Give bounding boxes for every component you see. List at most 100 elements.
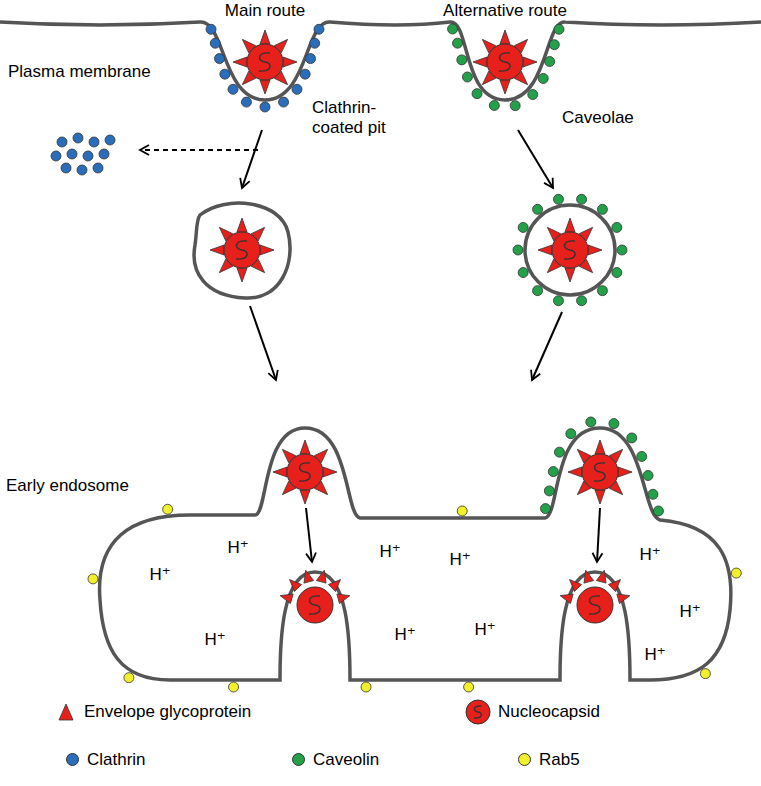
envelope-glycoprotein <box>323 467 337 477</box>
clathrin-vesicle <box>194 203 290 298</box>
genome <box>589 596 600 614</box>
caveolin-dot <box>548 467 558 477</box>
caveolin-dot <box>612 268 622 278</box>
envelope-glycoprotein <box>260 30 270 44</box>
clathrin-dot <box>77 165 87 175</box>
envelope-glycoprotein <box>565 268 575 282</box>
trafficking-arrow <box>250 306 276 380</box>
caveolin-dot <box>462 72 472 82</box>
envelope-glycoprotein <box>337 594 350 604</box>
caveolin-dot <box>545 57 555 67</box>
caveolin-dot <box>448 24 458 34</box>
envelope-glycoprotein <box>280 594 293 604</box>
envelope-glycoprotein <box>304 570 314 583</box>
caveolin-dot <box>653 506 663 516</box>
envelope-glycoprotein <box>237 218 247 232</box>
clathrin-dot <box>83 151 93 161</box>
clathrin-dot <box>214 54 224 64</box>
caveolin-dot <box>513 245 523 255</box>
envelope-glycoprotein <box>568 467 582 477</box>
envelope-glycoprotein <box>59 704 73 720</box>
caveolin-dot <box>643 471 653 481</box>
trafficking-arrow <box>518 130 553 188</box>
rab5-dot <box>731 568 741 578</box>
nucleocapsid <box>224 232 260 268</box>
proton-label: H⁺ <box>679 602 700 622</box>
virion <box>473 30 537 94</box>
legend-text: Rab5 <box>539 750 580 770</box>
caveolin-dot <box>457 55 467 65</box>
proton-label: H⁺ <box>639 545 660 565</box>
nucleocapsid <box>487 44 523 80</box>
genome <box>594 463 605 481</box>
virion <box>233 30 297 94</box>
envelope-glycoprotein <box>260 245 274 255</box>
trafficking-arrow <box>532 312 562 380</box>
envelope-glycoprotein <box>595 490 605 504</box>
caveolin-dot <box>554 447 564 457</box>
caveolin-dot <box>617 245 627 255</box>
early-endosome-membrane <box>100 428 731 680</box>
clathrin-dot <box>57 137 67 147</box>
caveolin-dot <box>627 433 637 443</box>
legend-swatch <box>292 753 305 766</box>
rab5-dot <box>229 682 239 692</box>
proton-label: H⁺ <box>227 538 248 558</box>
part-label: Early endosome <box>6 476 129 496</box>
clathrin-dot <box>99 149 109 159</box>
fusing-virion <box>560 570 630 623</box>
caveolin-dot <box>533 286 543 296</box>
clathrin-dot <box>67 149 77 159</box>
caveolin-dot <box>510 101 520 111</box>
rab5-dot <box>700 669 710 679</box>
nucleocapsid <box>466 700 490 724</box>
plasma-membrane <box>0 22 761 100</box>
clathrin-dot <box>300 69 310 79</box>
envelope-glycoprotein <box>588 245 602 255</box>
envelope-glycoprotein <box>316 570 326 583</box>
part-label: Plasma membrane <box>8 62 151 82</box>
route-title: Alternative route <box>443 1 567 21</box>
envelope-glycoprotein <box>560 594 573 604</box>
clathrin-dot <box>314 24 324 34</box>
legend-item: Caveolin <box>292 750 379 770</box>
caveolin-dot <box>553 194 563 204</box>
genome <box>309 596 320 614</box>
caveolin-dot <box>554 24 564 34</box>
rab5-dot <box>464 682 474 692</box>
caveolar-vesicle <box>525 205 615 295</box>
clathrin-dot <box>206 24 216 34</box>
caveolin-dot <box>540 504 550 514</box>
caveolin-dot <box>549 40 559 50</box>
caveolin-dot <box>518 268 528 278</box>
clathrin-release-arrow <box>140 149 258 151</box>
envelope-glycoprotein <box>210 245 224 255</box>
caveolin-dot <box>586 417 596 427</box>
legend-text: Nucleocapsid <box>498 702 600 722</box>
clathrin-dot <box>310 38 320 48</box>
legend-text: Caveolin <box>313 750 379 770</box>
envelope-glycoprotein <box>570 580 582 592</box>
nucleocapsid <box>287 454 323 490</box>
legend-swatch <box>66 753 79 766</box>
clathrin-dot <box>93 163 103 173</box>
proton-label: H⁺ <box>644 645 665 665</box>
rab5-dot <box>88 574 98 584</box>
nucleocapsid <box>297 587 333 623</box>
envelope-glycoprotein <box>290 580 302 592</box>
legend-item: Clathrin <box>66 750 146 770</box>
virion <box>538 218 602 282</box>
genome <box>299 463 310 481</box>
trafficking-arrow <box>242 130 262 188</box>
caveolin-dot <box>528 90 538 100</box>
clathrin-dot <box>220 69 230 79</box>
genome <box>564 241 575 259</box>
caveolin-dot <box>489 100 499 110</box>
nucleocapsid <box>577 587 613 623</box>
nucleocapsid <box>582 454 618 490</box>
envelope-glycoprotein <box>584 570 594 583</box>
clathrin-dot <box>51 151 61 161</box>
genome <box>499 53 510 71</box>
legend-text: Envelope glycoprotein <box>84 702 251 722</box>
caveolin-dot <box>533 204 543 214</box>
